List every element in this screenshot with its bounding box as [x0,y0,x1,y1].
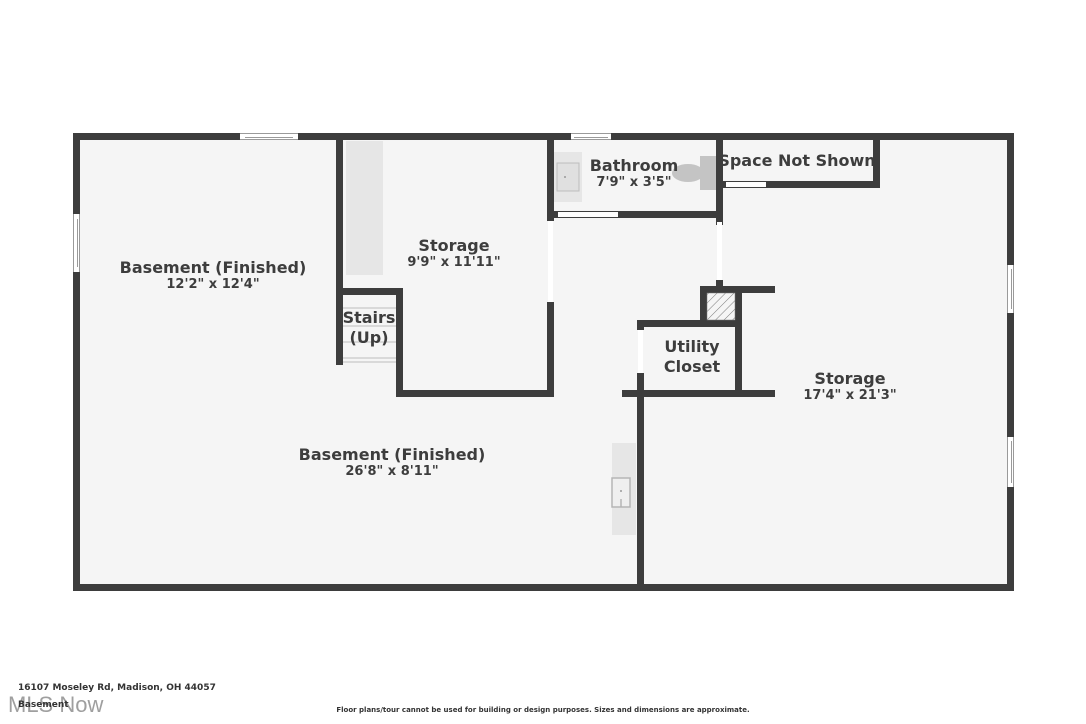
room-name: Bathroom [589,156,679,175]
room-label-utility-closet: Utility Closet [664,337,720,376]
utility-doorway [638,330,643,373]
room-name-line2: Closet [663,357,721,377]
room-label-storage-center: Storage 9'9" x 11'11" [407,236,500,271]
room-name: Basement (Finished) [298,445,486,464]
room-dimensions: 7'9" x 3'5" [596,175,672,191]
toilet-icon [672,156,716,190]
room-label-basement-finished-upper: Basement (Finished) 12'2" x 12'4" [120,258,307,293]
outer-wall-bottom [73,584,1014,591]
storage-wall-right-lower [547,302,554,397]
room-label-storage-right: Storage 17'4" x 21'3" [803,369,896,404]
room-name: Utility [664,337,720,356]
window-right-lower [1007,437,1014,487]
utility-wall-bottom [622,390,775,397]
room-name: Basement (Finished) [119,258,307,277]
floor-level-label: Basement [18,700,69,710]
outer-wall-top [73,133,1014,140]
room-label-space-not-shown: Space Not Shown [718,151,875,170]
chimney-wall-left [700,286,707,326]
mls-watermark: MLS Now [8,692,104,717]
disclaimer: Floor plans/tour cannot be used for buil… [336,706,750,714]
storage-wall-left [336,133,343,365]
utility-wall-right [735,286,742,397]
space-not-shown-wall-bottom [716,181,880,188]
room-name: Space Not Shown [718,151,876,170]
window-top-left [240,133,298,140]
room-label-basement-finished-lower: Basement (Finished) 26'8" x 8'11" [299,445,486,480]
utility-wall-left-lower [637,373,644,591]
room-dimensions: 9'9" x 11'11" [407,255,501,271]
room-dimensions: 12'2" x 12'4" [166,277,260,293]
storage-wall-bottom [396,390,554,397]
storage-wall-stairs-right [396,288,403,397]
chimney-stub [716,280,723,288]
property-address: 16107 Moseley Rd, Madison, OH 44057 [18,683,216,693]
room-label-bathroom: Bathroom 7'9" x 3'5" [590,156,679,191]
bathroom-doorway [558,212,618,217]
outer-wall-right [1007,133,1014,591]
room-name: Stairs [342,308,396,327]
floor-area [80,140,1008,584]
stairs-wall-top [336,288,403,295]
room-name: Storage [814,369,886,388]
window-top-bathroom [571,133,611,140]
room-dimensions: 26'8" x 8'11" [345,464,439,480]
bathroom-sink-icon [556,162,580,192]
utility-wall-left-upper [637,320,644,330]
storage-doorway [548,221,553,302]
window-left [73,214,80,272]
window-right-upper [1007,265,1014,313]
storage-wall-right-upper [547,133,554,221]
storage-shelf [346,141,383,275]
space-not-shown-opening [726,182,766,187]
passage-doorway [717,222,722,282]
bathroom-wall-bottom [547,211,723,218]
room-label-stairs: Stairs (Up) [343,308,396,347]
bathroom-wall-right [716,133,723,225]
utility-wall-top [637,320,742,327]
room-name: Storage [418,236,490,255]
outer-wall-left [73,133,80,591]
stairs-icon [343,307,396,363]
chimney-icon [706,292,736,321]
space-not-shown-wall-right [873,133,880,188]
room-name-line2: (Up) [349,328,389,348]
wall-sink-icon [611,477,631,508]
room-dimensions: 17'4" x 21'3" [803,388,897,404]
